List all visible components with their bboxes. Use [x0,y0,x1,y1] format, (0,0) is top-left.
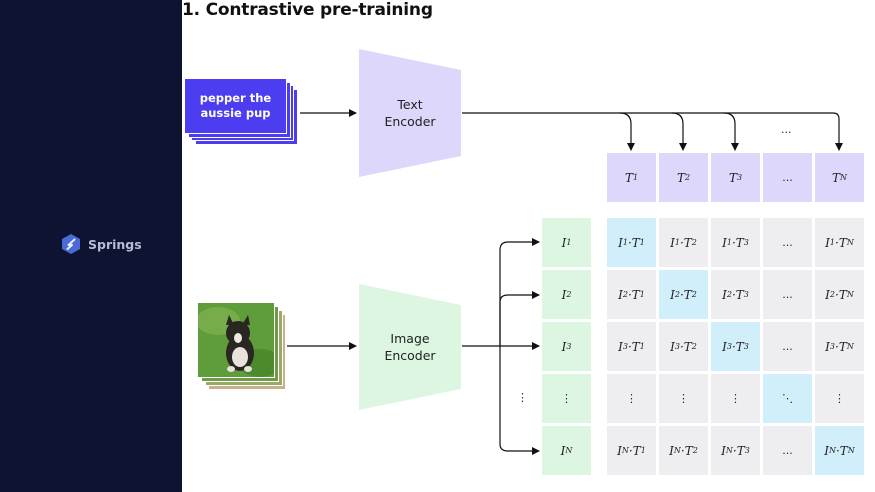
sidebar: Springs [0,0,182,492]
text-encoder-shape [359,49,461,177]
similarity-cell-4-1: ⋮ [607,374,656,423]
text-input-label: pepper the aussie pup [199,91,272,120]
springs-logo-icon [62,234,80,254]
left-dots: ⋮ [517,391,528,404]
brand[interactable]: Springs [60,233,142,255]
similarity-cell-4-2: ⋮ [659,374,708,423]
text-encoder-label-line1: Text [397,97,423,112]
similarity-cell-4-5: ⋮ [815,374,864,423]
image-encoder-label-line1: Image [390,331,430,346]
dog-photo-icon [197,302,275,378]
image-encoder-label: Image Encoder [375,330,445,364]
brand-name: Springs [88,236,142,252]
text-encoder-label: Text Encoder [375,96,445,130]
page-title: 1. Contrastive pre-training [182,0,433,20]
similarity-cell-3-4: ... [763,322,812,371]
similarity-cell-1-4: ... [763,218,812,267]
text-embedding-4: ... [763,153,812,202]
similarity-cell-4-3: ⋮ [711,374,760,423]
image-encoder-shape [359,284,461,410]
top-dots: ... [781,123,792,136]
similarity-cell-4-4: ⋱ [763,374,812,423]
text-encoder-label-line2: Encoder [384,114,436,129]
similarity-cell-5-4: ... [763,426,812,475]
image-embedding-4: ⋮ [542,374,591,423]
image-encoder-label-line2: Encoder [384,348,436,363]
text-input-card: pepper the aussie pup [184,78,287,134]
similarity-cell-2-4: ... [763,270,812,319]
